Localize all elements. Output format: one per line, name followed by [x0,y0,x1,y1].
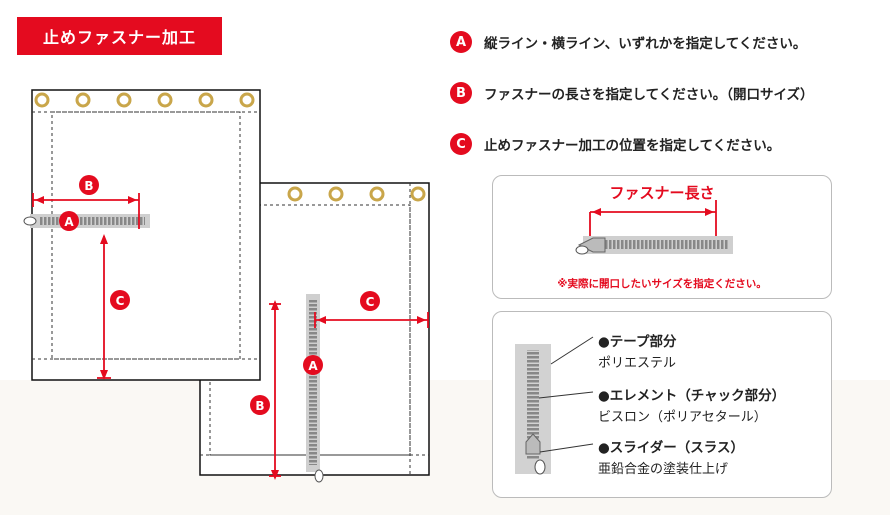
marker-c-right: C [366,295,375,309]
part-slider-name: ●スライダー（スラス） [598,440,744,456]
part-element-material: ビスロン（ポリアセタール） [598,410,767,425]
marker-b-right: B [255,399,264,413]
instruction-a-text: 縦ライン・横ライン、いずれかを指定してください。 [484,36,807,52]
marker-c-left: C [116,294,125,308]
part-slider: ●スライダー（スラス） 亜鉛合金の塗装仕上げ [598,436,744,477]
marker-a-left: A [64,215,74,229]
marker-b-left: B [84,179,93,193]
instruction-c: C 止めファスナー加工の位置を指定してください。 [450,130,890,158]
part-tape-name: ●テープ部分 [598,334,677,350]
instruction-list: A 縦ライン・横ライン、いずれかを指定してください。 B ファスナーの長さを指定… [450,28,890,181]
page-title: 止めファスナー加工 [17,17,222,55]
position-dimension-c [97,234,111,380]
zipper-length-illustration [575,200,733,255]
zipper-length-panel: ファスナー長さ ※実際に開口したいサイズを指定ください。 [492,175,832,299]
instruction-c-text: 止めファスナー加工の位置を指定してください。 [484,138,781,154]
grommet-row [287,186,426,202]
length-dimension-b [269,300,281,480]
marker-c-badge: C [450,133,472,155]
zipper-length-title: ファスナー長さ [609,184,715,202]
marker-a-right: A [308,359,318,373]
zipper-parts-illustration [515,336,594,475]
zipper-parts-panel: ●テープ部分 ポリエステル ●エレメント（チャック部分） ビスロン（ポリアセター… [492,311,832,498]
instruction-b: B ファスナーの長さを指定してください。（開口サイズ） [450,79,890,107]
horizontal-zipper [23,214,150,228]
part-tape: ●テープ部分 ポリエステル [598,330,676,371]
position-dimension-c [314,312,429,328]
marker-b-badge: B [450,82,472,104]
curtain-sheet-horizontal: B A C [23,89,261,381]
part-element: ●エレメント（チャック部分） ビスロン（ポリアセタール） [598,384,785,425]
instruction-b-text: ファスナーの長さを指定してください。（開口サイズ） [484,87,814,103]
zipper-length-note: ※実際に開口したいサイズを指定ください。 [557,278,767,290]
part-slider-material: 亜鉛合金の塗装仕上げ [598,462,729,477]
part-tape-material: ポリエステル [598,356,677,371]
curtain-diagram: C A B [23,89,430,483]
marker-a-badge: A [450,31,472,53]
instruction-a: A 縦ライン・横ライン、いずれかを指定してください。 [450,28,890,56]
length-dimension-b [32,193,140,229]
vertical-zipper [306,294,324,483]
grommet-row [34,92,255,108]
part-element-name: ●エレメント（チャック部分） [598,388,786,404]
